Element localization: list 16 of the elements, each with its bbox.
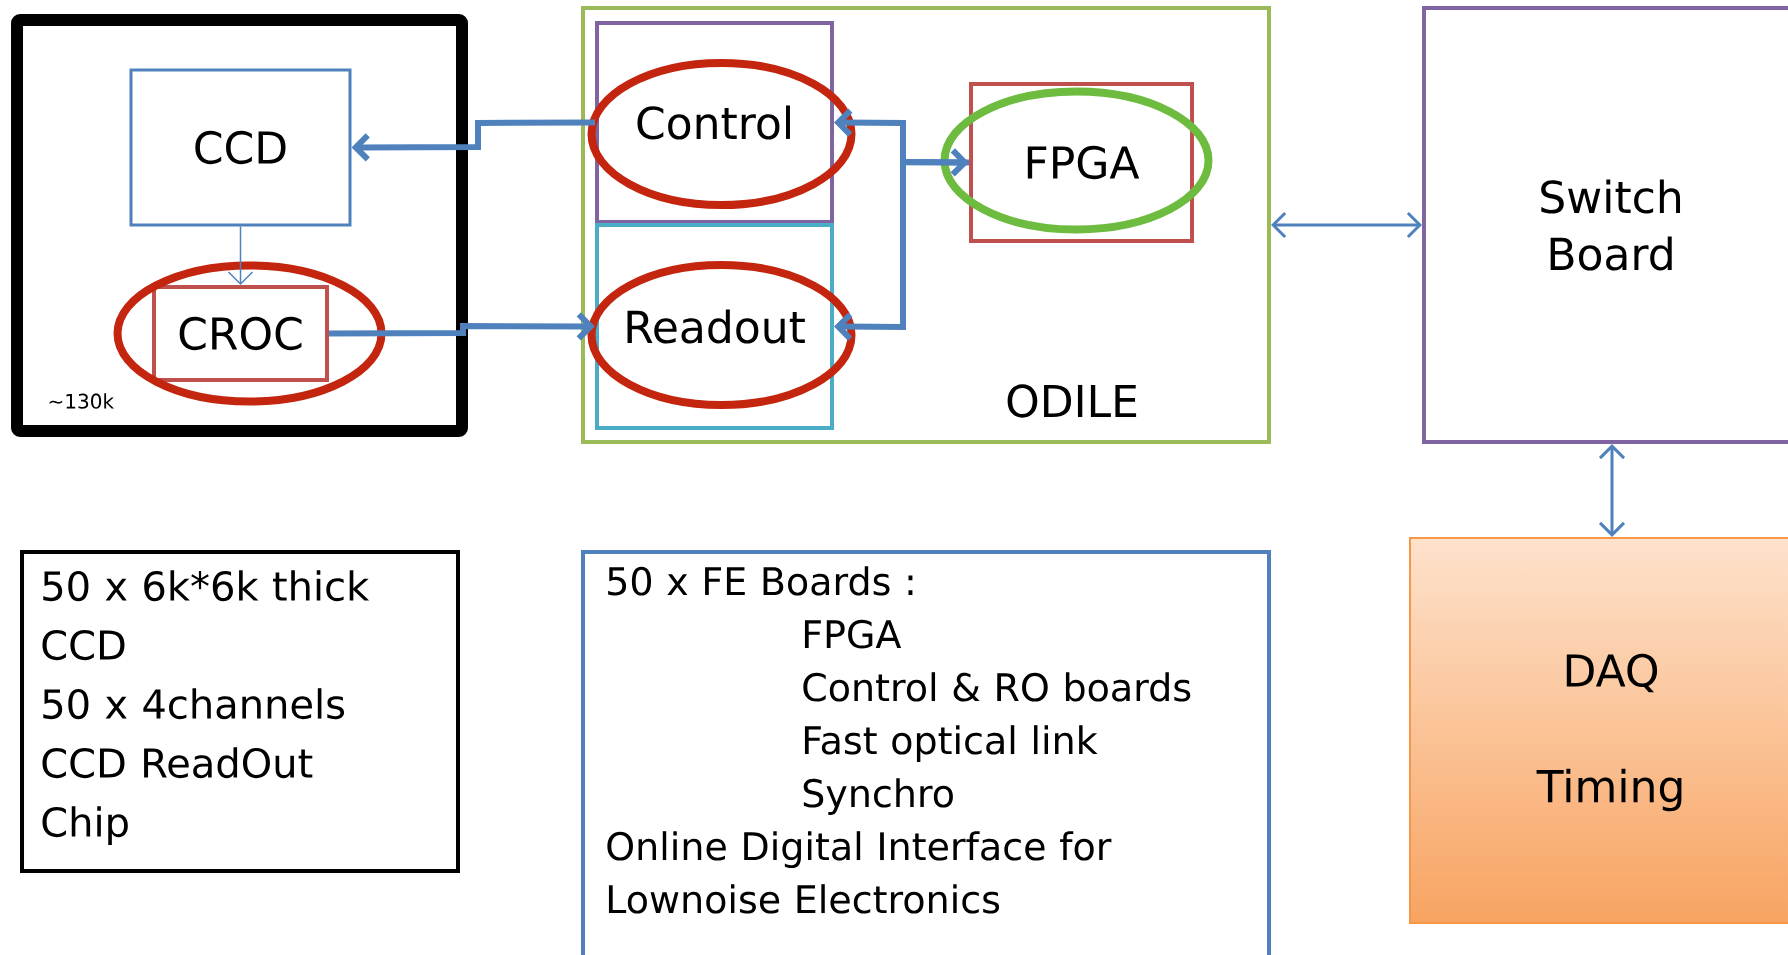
arrow	[834, 158, 970, 341]
process-box: FPGA	[969, 82, 1194, 243]
process-box: Readout	[595, 223, 834, 430]
process-box: Control	[595, 21, 834, 224]
note-box: 50 x FE Boards : FPGA Control & RO boards Fast optical link Synchro Online Digital Interface for Lownoise Electronics	[581, 550, 1271, 955]
arrow	[329, 312, 595, 341]
note-box: 50 x 6k*6k thick CCD 50 x 4channels CCD ReadOut Chip	[20, 550, 460, 873]
arrow	[227, 225, 254, 285]
daq-box: DAQ Timing	[1409, 537, 1788, 924]
arrow	[351, 119, 596, 162]
switch-box: Switch Board	[1422, 6, 1788, 444]
process-box: CCD	[129, 68, 352, 227]
arrow	[1271, 211, 1422, 239]
arrow	[834, 108, 969, 177]
process-box: CROC	[152, 285, 329, 382]
arrow	[1598, 444, 1626, 537]
